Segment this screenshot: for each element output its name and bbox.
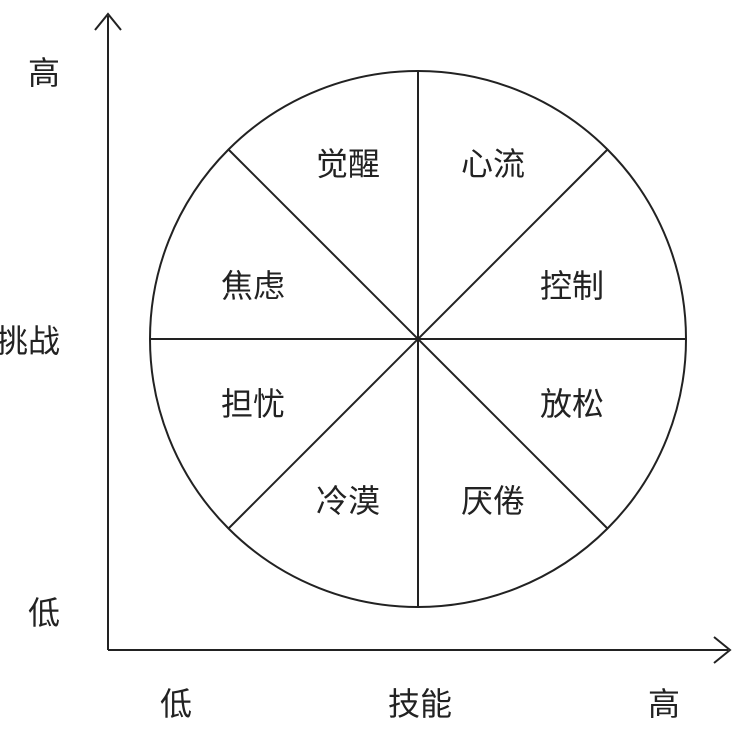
divider-diagonal-b — [228, 149, 608, 529]
x-axis-title: 技能 — [388, 685, 452, 723]
sector-label-anxiety: 焦虑 — [221, 267, 285, 305]
sector-label-relaxation: 放松 — [540, 385, 604, 423]
y-axis-low-label: 低 — [28, 594, 60, 632]
sector-label-apathy: 冷漠 — [316, 482, 380, 520]
y-axis-title: 挑战 — [0, 322, 60, 360]
y-axis-high-label: 高 — [28, 54, 60, 92]
x-axis-low-label: 低 — [160, 685, 192, 723]
sector-label-flow: 心流 — [461, 145, 525, 183]
sector-label-arousal: 觉醒 — [316, 145, 380, 183]
x-axis-high-label: 高 — [648, 685, 680, 723]
sector-label-control: 控制 — [540, 267, 604, 305]
sector-label-boredom: 厌倦 — [461, 482, 525, 520]
x-axis-arrowhead — [713, 636, 732, 664]
y-axis-arrowhead — [94, 12, 122, 31]
sector-label-worry: 担忧 — [221, 385, 285, 423]
